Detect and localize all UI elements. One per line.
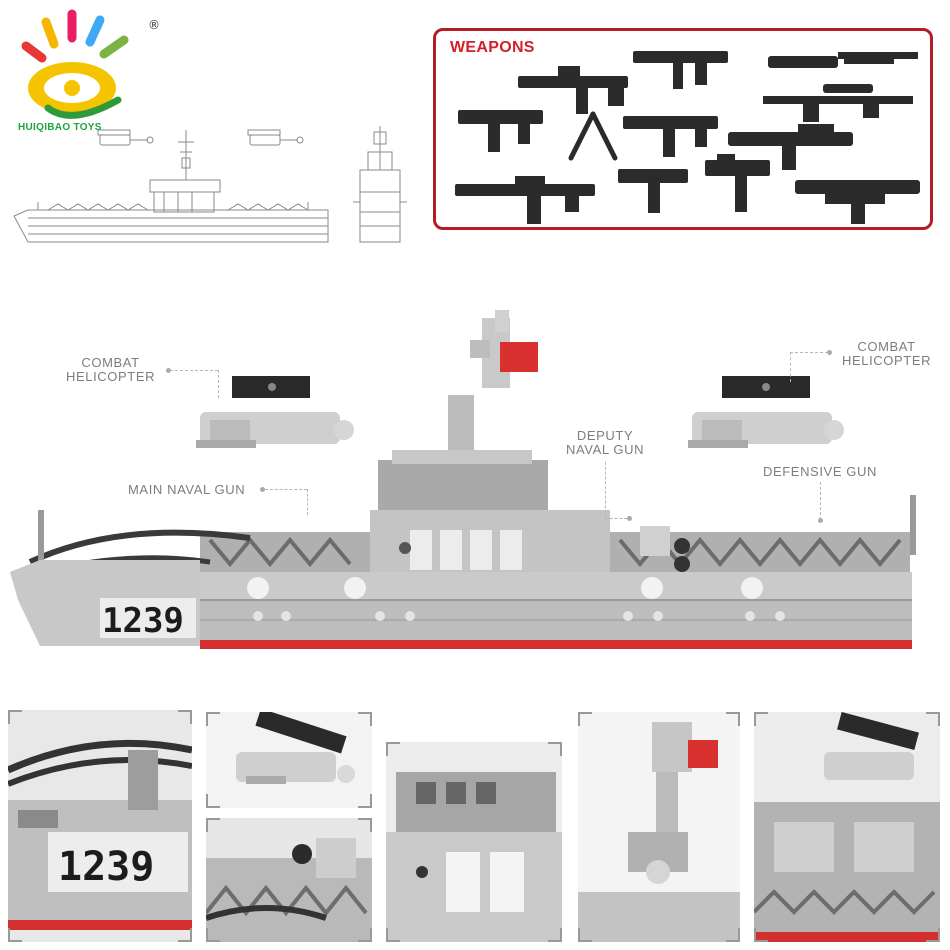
weapon-pistol-smg-icon	[618, 169, 688, 213]
weapons-panel: WEAPONS	[433, 28, 933, 230]
weapons-grid	[455, 51, 920, 224]
thumbnail-mast	[578, 712, 740, 942]
combat-helicopter-right	[688, 376, 844, 448]
thumbnail-deck-helicopter	[754, 712, 940, 942]
callout-combat-helicopter-right: COMBAT HELICOPTER	[842, 339, 932, 368]
weapon-battle-rifle-icon	[795, 180, 920, 224]
deputy-naval-gun	[640, 526, 690, 572]
weapon-bipod-icon	[568, 111, 618, 161]
callout-defensive-gun: DEFENSIVE GUN	[763, 464, 877, 479]
ship-hull: 1239	[10, 560, 912, 649]
weapon-smg-compact-icon	[458, 110, 543, 152]
thumbnail-helicopter	[206, 712, 372, 808]
cable-left	[28, 529, 251, 565]
callout-main-naval-gun: MAIN NAVAL GUN	[128, 482, 246, 497]
weapon-shotgun-icon	[768, 52, 918, 68]
weapon-sniper-rifle-icon	[763, 84, 913, 122]
weapon-bullpup-rifle-icon	[728, 124, 853, 170]
ship-line-drawing	[13, 126, 407, 243]
combat-helicopter-left	[196, 376, 354, 448]
main-ship-illustration: 1239	[10, 310, 916, 649]
thumbnail-naval-gun	[206, 818, 372, 942]
line-helicopter-right	[247, 129, 304, 146]
line-helicopter-left	[97, 129, 154, 146]
weapon-scoped-rifle-icon	[518, 66, 628, 114]
thumbnail-hull-number-text: 1239	[58, 844, 154, 890]
hull-red-stripe	[200, 640, 912, 649]
weapon-smg-mp5k-icon	[623, 116, 718, 157]
weapons-title: WEAPONS	[450, 39, 535, 56]
callout-combat-helicopter-left: COMBAT HELICOPTER	[66, 355, 156, 384]
weapon-assault-rifle-icon	[455, 176, 595, 224]
callout-deputy-naval-gun: DEPUTY NAVAL GUN	[566, 428, 645, 457]
hull-number: 1239	[102, 601, 184, 641]
weapon-smg-mp5-icon	[633, 51, 728, 89]
flag-red-brick	[500, 342, 538, 372]
registered-mark: ®	[148, 18, 160, 32]
ship-superstructure	[370, 450, 610, 590]
brand-logo: ® HUIQIBAO TOYS	[8, 8, 168, 138]
brand-name: HUIQIBAO TOYS	[18, 122, 102, 133]
thumbnail-hull-number: 1239	[8, 710, 192, 942]
weapon-uzi-icon	[705, 154, 770, 212]
thumbnail-superstructure	[386, 742, 562, 942]
logo-rays-icon	[21, 9, 129, 119]
